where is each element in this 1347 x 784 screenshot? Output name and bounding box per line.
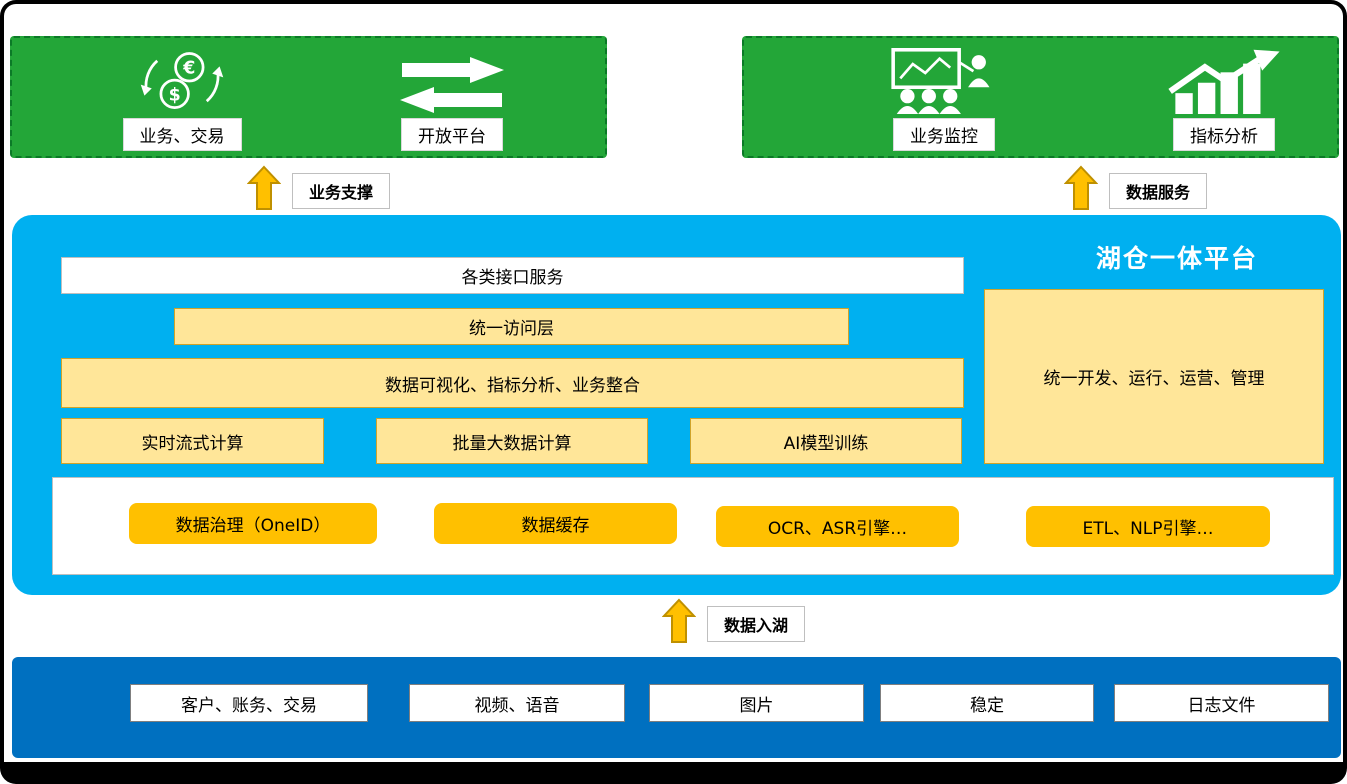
- business-monitoring-label: 业务监控: [893, 118, 995, 151]
- data-cache-box: 数据缓存: [432, 501, 679, 546]
- realtime-streaming-box: 实时流式计算: [61, 418, 324, 464]
- open-platform-label: 开放平台: [401, 118, 503, 151]
- business-transaction-item: € $ 业务、交易: [72, 48, 292, 151]
- unified-management-box: 统一开发、运行、运营、管理: [984, 289, 1324, 464]
- currency-exchange-icon: € $: [127, 48, 237, 114]
- data-ingest-tag: 数据入湖: [707, 606, 806, 642]
- business-apps-group: € $ 业务、交易 开放平台: [10, 36, 607, 158]
- svg-text:€: €: [182, 59, 195, 79]
- monitoring-presentation-icon: [879, 48, 1009, 114]
- data-service-tag: 数据服务: [1109, 173, 1208, 209]
- lakehouse-platform: 湖仓一体平台 各类接口服务 统一访问层 数据可视化、指标分析、业务整合 实时流式…: [12, 215, 1341, 595]
- batch-bigdata-box: 批量大数据计算: [376, 418, 648, 464]
- data-governance-box: 数据治理（OneID）: [127, 501, 379, 546]
- open-platform-item: 开放平台: [342, 48, 562, 151]
- monitoring-analysis-group: 业务监控 指标分析: [742, 36, 1339, 158]
- data-ingest-arrow-icon: [661, 598, 697, 644]
- business-monitoring-item: 业务监控: [834, 48, 1054, 151]
- business-support-arrow-icon: [246, 165, 282, 211]
- visualization-bar: 数据可视化、指标分析、业务整合: [61, 358, 964, 408]
- ocr-asr-engine-box: OCR、ASR引擎…: [714, 504, 961, 549]
- data-service-arrow-icon: [1063, 165, 1099, 211]
- interface-services-bar: 各类接口服务: [61, 257, 964, 294]
- growth-chart-icon: [1154, 48, 1294, 114]
- svg-text:$: $: [169, 85, 181, 105]
- source-customer-accounts-box: 客户、账务、交易: [130, 684, 368, 722]
- business-transaction-label: 业务、交易: [122, 118, 242, 151]
- source-images-box: 图片: [649, 684, 864, 722]
- ai-training-box: AI模型训练: [690, 418, 962, 464]
- indicator-analysis-item: 指标分析: [1114, 48, 1334, 151]
- source-stable-box: 稳定: [880, 684, 1094, 722]
- source-log-files-box: 日志文件: [1114, 684, 1329, 722]
- business-support-tag: 业务支撑: [292, 173, 391, 209]
- etl-nlp-engine-box: ETL、NLP引擎…: [1024, 504, 1272, 549]
- indicator-analysis-label: 指标分析: [1173, 118, 1275, 151]
- unified-access-bar: 统一访问层: [174, 308, 849, 345]
- data-sources-band: 客户、账务、交易 视频、语音 图片 稳定 日志文件: [12, 657, 1341, 758]
- source-video-audio-box: 视频、语音: [409, 684, 625, 722]
- platform-title: 湖仓一体平台: [1095, 244, 1258, 273]
- two-way-arrows-icon: [392, 48, 512, 114]
